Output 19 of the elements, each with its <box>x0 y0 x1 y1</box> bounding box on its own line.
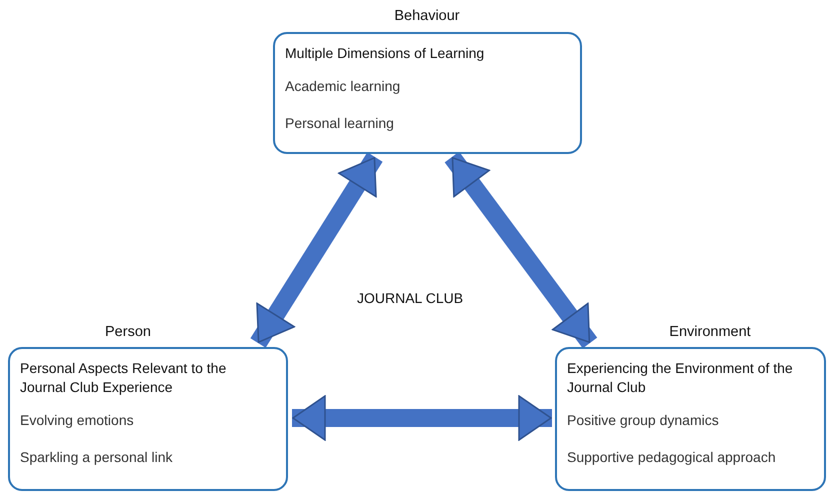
list-item: Evolving emotions <box>20 411 135 430</box>
list-item: Sparkling a personal link <box>20 448 174 467</box>
node-caption: Behaviour <box>393 8 461 24</box>
double-arrow <box>292 395 552 441</box>
node-caption: Person <box>104 324 152 340</box>
list-item: Supportive pedagogical approach <box>567 448 777 467</box>
text-box <box>273 32 582 154</box>
list-item: Academic learning <box>285 77 402 96</box>
double-arrow <box>250 152 383 348</box>
box-heading: Multiple Dimensions of Learning <box>285 44 486 63</box>
node-caption: Environment <box>668 324 752 340</box>
double-arrow <box>444 152 598 348</box>
text-box <box>555 347 826 491</box>
list-item: Personal learning <box>285 114 395 133</box>
text-box <box>8 347 288 491</box>
center-label: JOURNAL CLUB <box>357 290 464 306</box>
box-heading: Experiencing the Environment of the Journal Club <box>567 359 794 397</box>
box-heading: Personal Aspects Relevant to the Journal Club Experience <box>20 359 228 397</box>
list-item: Positive group dynamics <box>567 411 720 430</box>
